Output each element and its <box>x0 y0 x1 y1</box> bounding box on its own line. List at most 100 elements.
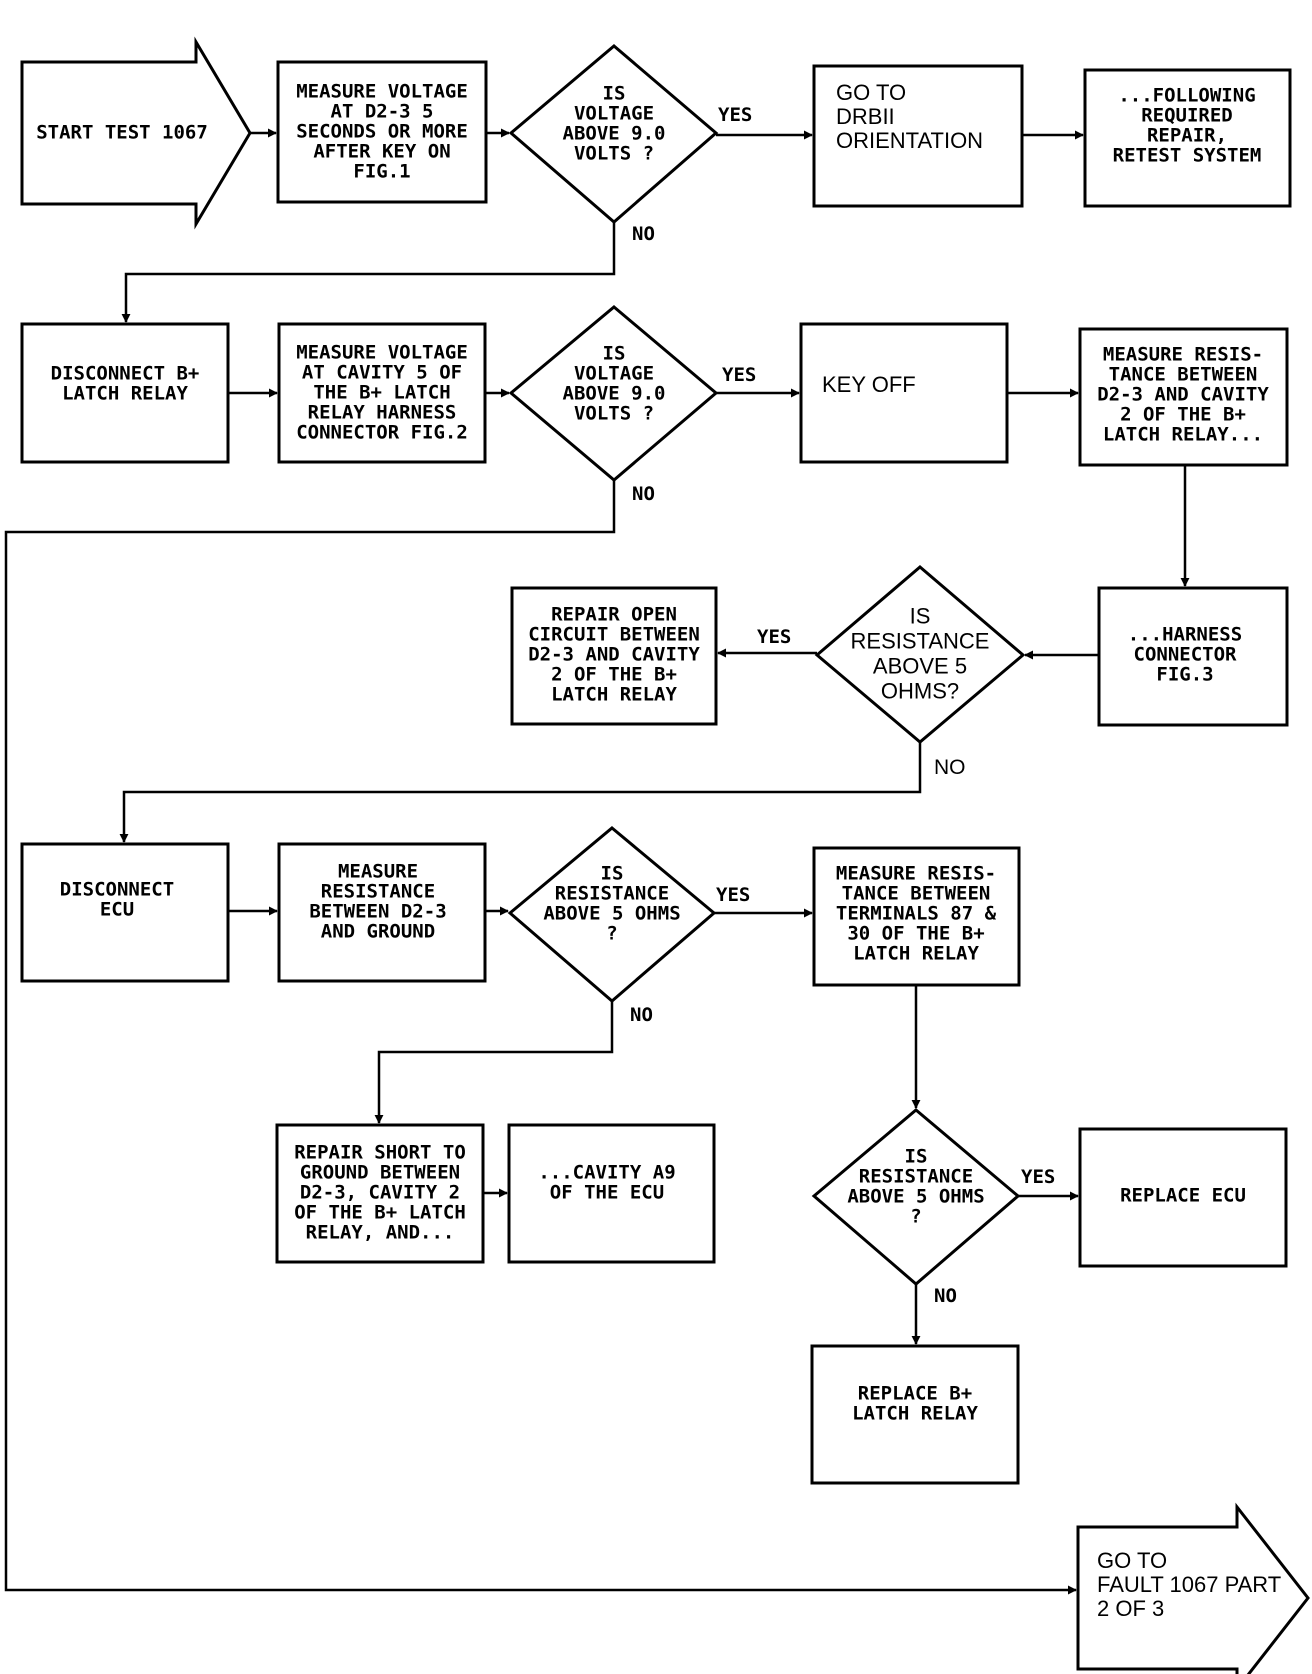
n9-line: LATCH RELAY <box>551 684 677 706</box>
d3-line: ABOVE 5 <box>873 653 967 678</box>
d1-line: VOLTS ? <box>574 143 654 165</box>
n12-line: TANCE BETWEEN <box>842 883 991 905</box>
d2-line: IS <box>603 343 626 365</box>
end-shape <box>1076 1502 1310 1674</box>
replace-ecu-box <box>1078 1127 1288 1268</box>
n12-line: 30 OF THE B+ <box>847 923 984 945</box>
d1-line: VOLTAGE <box>574 103 654 125</box>
measure-voltage-cavity-5-box <box>277 322 487 464</box>
n10-line: DISCONNECT <box>60 879 174 901</box>
n12-line: TERMINALS 87 & <box>836 903 997 925</box>
n9-line: CIRCUIT BETWEEN <box>528 624 700 646</box>
repair-short-to-ground-box <box>275 1123 485 1264</box>
measure-resistance-ground-box <box>277 842 487 983</box>
start-line: START TEST 1067 <box>36 122 208 144</box>
d5-line: IS <box>905 1146 928 1168</box>
n7-line: MEASURE RESIS- <box>1103 344 1263 366</box>
n12-line: MEASURE RESIS- <box>836 863 996 885</box>
d4-line: RESISTANCE <box>555 883 669 905</box>
n3-line: RETEST SYSTEM <box>1113 145 1262 167</box>
n14-line: ...CAVITY A9 <box>538 1162 675 1184</box>
n13-line: RELAY, AND... <box>306 1222 455 1244</box>
replace-latch-relay-text: REPLACE B+LATCH RELAY <box>852 1383 978 1425</box>
disconnect-latch-relay-box <box>20 322 230 464</box>
n5-line: MEASURE VOLTAGE <box>296 342 468 364</box>
end-line: 2 OF 3 <box>1097 1596 1164 1621</box>
edge-d3-no <box>119 742 922 843</box>
n5-line: CONNECTOR FIG.2 <box>296 422 468 444</box>
n15-line: REPLACE ECU <box>1120 1185 1246 1207</box>
disconnect-ecu-box <box>20 842 230 983</box>
n1-line: MEASURE VOLTAGE <box>296 81 468 103</box>
end-line: FAULT 1067 PART <box>1097 1572 1281 1597</box>
n8-line: ...HARNESS <box>1128 624 1242 646</box>
n11-line: RESISTANCE <box>321 881 435 903</box>
d2-line: VOLTAGE <box>574 363 654 385</box>
start-shape <box>20 36 252 230</box>
n3-line: REPAIR, <box>1147 125 1227 147</box>
n2-line: ORIENTATION <box>836 128 983 153</box>
d1-yes-label: YES <box>718 104 752 126</box>
n13-line: REPAIR SHORT TO <box>294 1142 466 1164</box>
n11-line: BETWEEN D2-3 <box>309 901 446 923</box>
n2-line: GO TO <box>836 80 906 105</box>
d5-no-label: NO <box>934 1285 957 1307</box>
replace-ecu-text: REPLACE ECU <box>1120 1185 1246 1207</box>
d1-line: IS <box>603 83 626 105</box>
repair-open-circuit-box <box>510 586 718 726</box>
d5-yes-label: YES <box>1021 1166 1055 1188</box>
edge-d1-no <box>121 222 616 323</box>
n9-line: 2 OF THE B+ <box>551 664 677 686</box>
key-off-box <box>799 322 1009 464</box>
end-line: GO TO <box>1097 1548 1167 1573</box>
n8-line: CONNECTOR <box>1134 644 1238 666</box>
d4-line: ABOVE 5 OHMS <box>543 903 680 925</box>
n3-line: REQUIRED <box>1141 105 1233 127</box>
n9-line: D2-3 AND CAVITY <box>528 644 700 666</box>
d1-line: ABOVE 9.0 <box>563 123 666 145</box>
d2-no-label: NO <box>632 483 655 505</box>
n3-line: ...FOLLOWING <box>1118 85 1255 107</box>
edge-d2-no <box>4 480 1077 1595</box>
n13-line: GROUND BETWEEN <box>300 1162 460 1184</box>
n14-line: OF THE ECU <box>550 1182 664 1204</box>
n9-line: REPAIR OPEN <box>551 604 677 626</box>
d1-no-label: NO <box>632 223 655 245</box>
n5-line: RELAY HARNESS <box>308 402 457 424</box>
start-label: START TEST 1067 <box>36 122 208 144</box>
measure-resistance-terminals-box <box>812 846 1021 987</box>
d3-line: RESISTANCE <box>851 628 990 653</box>
d3-line: IS <box>910 603 931 628</box>
d2-line: ABOVE 9.0 <box>563 383 666 405</box>
n1-line: FIG.1 <box>353 161 410 183</box>
n16-line: LATCH RELAY <box>852 1403 978 1425</box>
n8-line: FIG.3 <box>1156 664 1213 686</box>
edge-d4-no <box>374 1001 614 1124</box>
cavity-a9-ecu-box <box>507 1123 716 1264</box>
measure-voltage-d2-3-box <box>276 60 488 204</box>
n7-line: TANCE BETWEEN <box>1109 364 1258 386</box>
harness-connector-fig3-box <box>1097 586 1289 727</box>
n4-line: LATCH RELAY <box>62 383 188 405</box>
n11-line: MEASURE <box>338 861 418 883</box>
key-off-text: KEY OFF <box>822 372 916 397</box>
n6-line: KEY OFF <box>822 372 916 397</box>
d4-yes-label: YES <box>716 884 750 906</box>
n7-line: D2-3 AND CAVITY <box>1097 384 1269 406</box>
n1-line: SECONDS OR MORE <box>296 121 468 143</box>
d3-yes-label: YES <box>757 626 791 648</box>
n7-line: LATCH RELAY... <box>1103 424 1263 446</box>
n4-line: DISCONNECT B+ <box>51 363 200 385</box>
d2-line: VOLTS ? <box>574 403 654 425</box>
